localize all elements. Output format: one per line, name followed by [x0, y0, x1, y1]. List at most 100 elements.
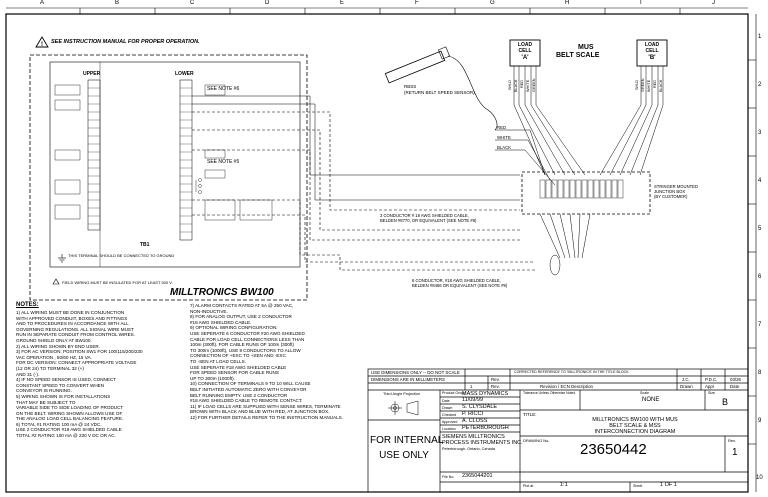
column-label: C [190, 0, 195, 6]
sheet-label: Sheet [633, 484, 643, 488]
note-line: 10) CONNECTION OF TERMINALS 9 TO 10 WILL… [190, 381, 311, 387]
wire-color-black: BLACK [497, 145, 512, 150]
size-label: Size [708, 391, 715, 395]
location-value: PETERBOROUGH [462, 425, 509, 431]
company-line1: SIEMENS MILLTRONICS [442, 434, 505, 440]
date-label: Date [730, 384, 740, 389]
scale-title-line1: MUS [578, 44, 594, 51]
column-ticks [79, 8, 681, 14]
approved-value: A. CLOSS [462, 418, 488, 424]
main-title: MILLTRONICS BW100 [170, 287, 274, 298]
row-label: 7 [758, 322, 762, 328]
wire-label: GREEN [532, 78, 536, 92]
note-line: NON-INDUCTIVE. [190, 308, 228, 314]
sheet-text: 1 OF 1 [660, 482, 677, 488]
lower-label: LOWER [175, 71, 194, 77]
note-line: WITH APPROVED CONDUIT, BOXES AND FITTING… [16, 315, 128, 321]
note-line: TO 300m (1000ft), USE 8 CONDUCTORS TO AL… [190, 347, 301, 353]
note-line: BELT RUNNING EMPTY. USE 2 CONDUCTOR [190, 392, 288, 398]
note-line: 9) OPTIONAL WIRING CONFIGURATION: [190, 325, 278, 331]
field-wiring-note: FIELD WIRING MUST BE INSULATED FOR AT LE… [62, 280, 173, 285]
speed-sensor-label: RBSS (RETURN BELT SPEED SENSOR) [404, 84, 475, 95]
note-line: AND 31 (-). [16, 371, 40, 377]
note-line: CABLE FOR LOAD CELL CONNECTIONS LESS THA… [190, 336, 305, 342]
company-line2: PROCESS INSTRUMENTS INC. [442, 440, 523, 446]
product-group: MASS DYNAMICS [462, 391, 509, 397]
junction-box-line1: STRINGER MOUNTED [654, 184, 698, 189]
title-line2: BELT SCALE & MSS [609, 423, 661, 429]
row-label: 9 [758, 418, 762, 424]
scale-label: Scale [640, 391, 649, 395]
product-group-label: Product Group [442, 391, 466, 395]
note-line: 7) ALARM CONTACTS RATED AT 5A @ 250 VAC, [190, 303, 294, 308]
note-line: 11) IF LOAD CELLS ARE SUPPLIED WITH SENS… [190, 403, 341, 409]
column-label: I [640, 0, 642, 6]
row-label: 4 [758, 178, 762, 184]
drawn-value: S. CLYSDALE [462, 404, 498, 410]
note-line: 6) TOTAL #1 RATING 100 mA @ 24 VDC. [16, 421, 102, 427]
note-line: UP TO 300m (1000ft). [190, 375, 235, 381]
bw100-enclosure [29, 54, 308, 301]
column-label: G [490, 0, 495, 6]
load-cell-a-line2: CELL [518, 48, 532, 54]
junction-box [521, 171, 651, 215]
row-label: 10 [756, 475, 763, 481]
notes-heading: NOTES: [16, 302, 39, 308]
relay-contacts [195, 178, 202, 194]
title-block-grid [367, 368, 749, 493]
size-value: B [722, 397, 729, 407]
note-ref: SEE NOTE #6 [207, 86, 240, 92]
speed-sensor-wires [192, 95, 520, 201]
cable-6-conductor [192, 199, 535, 271]
cable-3-line2: BELDEN #8770, OR EQUIVALENT (SEE NOTE #8… [380, 218, 477, 223]
row-label: 8 [758, 370, 762, 376]
print-label: Plot at [523, 484, 534, 488]
column-label: E [340, 0, 345, 6]
wire-label: RED [653, 79, 657, 88]
appr-init: P.D.C. [705, 377, 718, 382]
note-line: 5) WIRING SHOWN IS FOR INSTALLATIONS [16, 393, 111, 399]
company-address: Peterborough, Ontario, Canada [442, 447, 495, 451]
cable-6-line2: BELDEN #8466 OR EQUIVALENT (SEE NOTE #9) [412, 283, 508, 288]
svg-text:!: ! [41, 42, 43, 48]
print-scale: 1:1 [560, 482, 568, 488]
rev-desc: CORRECTED REFERENCE TO 'MILLTRONICS' IN … [514, 370, 629, 374]
column-label: B [115, 0, 120, 6]
note-line: 4) IF NO SPEED SENSOR IS USED, CONNECT [16, 377, 117, 383]
wire-label: BLACK [659, 79, 663, 92]
warning-icon: ! [35, 36, 49, 48]
six-conductor-bundle [539, 213, 591, 276]
wire-label: SHLD [508, 79, 512, 90]
note-line: FOR DC VERSION: CONNECT APPROPRIATE VOLT… [16, 360, 137, 366]
rev-desc-label: Revision / ECN Description [540, 384, 593, 389]
note-line: USE SEPERATE #18 AWG SHIELDED CABLE [190, 364, 287, 370]
bw100-board [49, 61, 301, 268]
note-line: 100m (300ft). FOR CABLE RUNS OF 100m (30… [190, 342, 294, 348]
title-line3: INTERCONNECTION DIAGRAM [594, 429, 676, 435]
note-line: THE ANALOG LOAD CELL BALANCING FEATURE. [16, 416, 124, 422]
note-line: GOVERNING REGULATIONS. ALL SIGNAL WIRE M… [16, 326, 134, 332]
lower-terminals [180, 87, 192, 233]
drawn-label: Drawn [680, 384, 693, 389]
note-line: USE 2 CONDUCTOR #18 AWG SHIELDED CABLE [16, 427, 122, 433]
load-cell-a-wires [513, 66, 586, 176]
load-cell-a-line3: 'A' [521, 55, 529, 61]
note-line: BELT INITIATED AUTOMATIC ZERO WITH CONVE… [190, 386, 307, 392]
row-label: 3 [758, 130, 762, 136]
tb1-label: TB1 [140, 242, 150, 248]
note-line: USE SEPERATE 6 CONDUCTOR #20 AWG SHIELDE… [190, 330, 305, 336]
note-ref: SEE NOTE #5 [207, 159, 240, 165]
cable-3-line1: 3 CONDUCTOR # 18 AWG SHIELDED CABLE, [380, 213, 469, 218]
note-line: #18 AWG SHIELDED CABLE TO REMOTE CONTACT… [190, 398, 303, 404]
date-row-label: Date [442, 399, 450, 403]
rev-date: 03/26 [730, 377, 741, 382]
note-line: ON THE BELT. WIRING SHOWN ALLOWS USE OF [16, 410, 123, 416]
note-line: CONSTANT SPEED TO CONVERT WHEN [16, 382, 105, 388]
date-value: 11/09/99 [462, 397, 484, 403]
note-line: VARIABLE SIDE TO SIDE LOADING OF PRODUCT [16, 405, 124, 411]
note-line: CONVEYOR IS RUNNING. [16, 388, 72, 394]
cable-3-conductor [192, 111, 520, 241]
junction-box-line2: JUNCTION BOX [654, 189, 686, 194]
note-line: VAC OPERATION , 50/60 HZ, 15 VA. [16, 354, 92, 360]
